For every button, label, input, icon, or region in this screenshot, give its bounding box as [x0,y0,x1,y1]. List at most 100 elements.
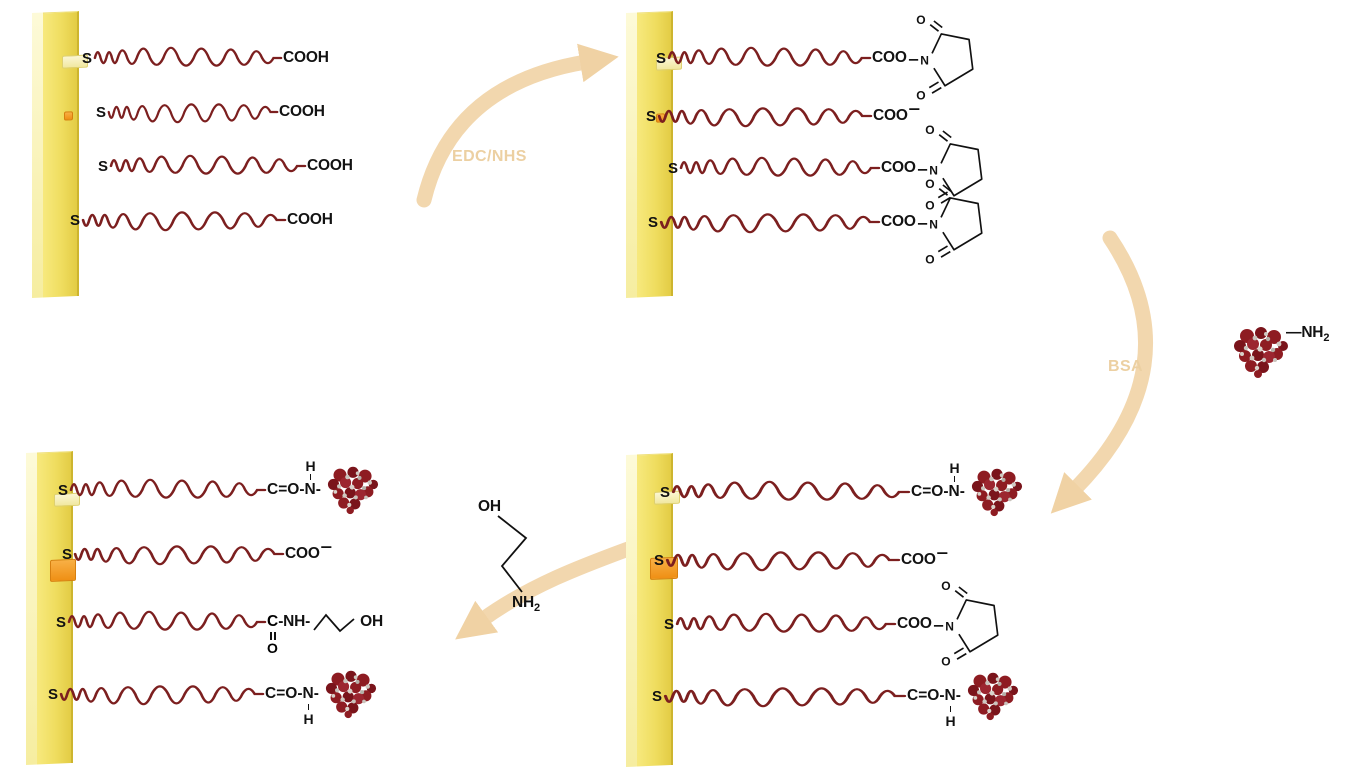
polymer-chain [667,46,872,67]
end-group-label: COO [901,551,936,568]
chain-row: S COOH [70,200,333,240]
negative-charge: − [320,538,333,556]
polymer-chain [81,211,287,232]
thiol-s-label: S [648,213,659,231]
polymer-chain [109,154,307,175]
co-label: C=O [265,685,298,702]
c-o-double-bond [270,632,272,640]
bond-dash: - [943,483,949,500]
thiol-s-label: S [664,615,675,633]
polymer-chain [67,610,267,631]
thiol-s-label: S [62,545,73,563]
nh2-label: NH2 [512,594,540,614]
n-label: N [948,483,960,500]
co-label: C=O [911,483,944,500]
thiol-pad-orange [64,111,73,121]
polymer-chain [69,478,267,499]
thiol-s-label: S [656,49,667,67]
n-h-bond [953,476,955,482]
n-label: N [304,481,316,498]
nh-label: NH [1301,324,1324,341]
polymer-chain [663,686,907,708]
polymer-chain [665,550,901,572]
gold-surface [32,10,88,299]
polymer-chain [671,480,911,502]
polymer-chain [73,544,285,566]
thiol-s-label: S [98,157,109,175]
subscript-two: 2 [534,602,540,615]
chain-row: S COO − [654,540,949,580]
co-label: C=O [267,481,300,498]
polymer-chain [679,156,881,177]
nhs-succinimide-ring [907,11,974,104]
polymer-chain [107,103,279,124]
chain-row: S COO [648,175,991,268]
nhs-succinimide-ring [932,577,999,670]
gold-surface-edge [32,12,43,299]
chain-row: S COO [656,11,982,104]
thiol-s-label: S [70,211,81,229]
co-label: C=O [907,687,940,704]
chain-row: S COOH [98,146,353,186]
bond-dash: - [939,687,945,704]
edc-nhs-label: EDC/NHS [452,148,527,165]
ethanolamine-backbone [497,515,528,593]
thiol-s-label: S [82,49,93,67]
thiol-s-label: S [646,107,657,125]
oh-label: OH [478,498,501,515]
end-group-label: COOH [287,211,333,228]
nhs-succinimide-ring [916,175,983,268]
chain-row: S COOH [82,38,329,78]
thiol-s-label: S [56,613,67,631]
o-label: O [267,640,278,656]
thiol-s-label: S [96,103,107,121]
thiol-s-label: S [48,685,59,703]
bsa-protein-molecule: —NH2 [1230,318,1365,398]
ethanolamine-molecule: OH NH2 [478,498,568,614]
end-group-label: COO [881,159,916,176]
nh-linker-label: -NH- [278,613,311,630]
thiol-s-label: S [58,481,69,499]
end-group-label: COO [285,545,320,562]
n-label: N [302,685,314,702]
bsa-protein-blob [967,672,1018,721]
subscript-two: 2 [1323,332,1330,345]
bsa-protein-blob [325,670,376,719]
bsa-protein-blob [327,466,378,515]
bond-dash: - [299,481,305,498]
negative-charge: − [908,100,921,118]
edc-nhs-arrow [416,43,619,208]
end-group-label: COO [881,213,916,230]
bond-dash: - [955,687,961,704]
h-label: H [949,460,960,476]
n-label: N [944,687,956,704]
bond-dash: - [959,483,965,500]
ethanolamine-linker [313,613,355,633]
polymer-chain [675,612,897,634]
oh-label: OH [360,613,383,630]
h-label: H [305,458,316,474]
h-label: H [945,713,956,729]
polymer-chain [93,46,283,67]
gold-surface-edge [626,454,637,768]
polymer-chain [659,212,881,234]
chain-row: S COO [664,577,1007,670]
bond-dash: - [313,685,319,702]
n-h-bond [949,706,951,712]
polymer-chain [657,106,873,128]
negative-charge: − [936,544,949,562]
bond-dash: - [297,685,303,702]
bsa-protein-blob [971,468,1022,517]
bsa-label: BSA [1108,358,1143,375]
end-group-label: COO [897,615,932,632]
